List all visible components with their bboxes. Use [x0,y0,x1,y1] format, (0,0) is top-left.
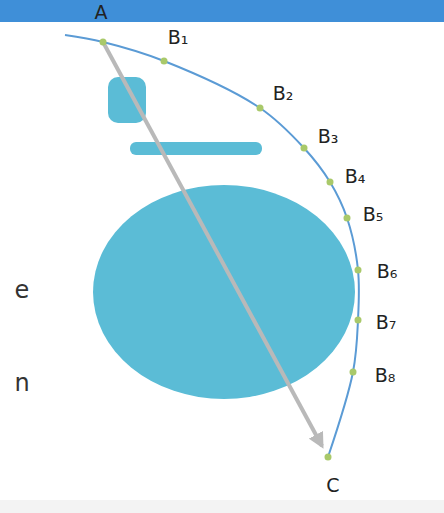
point-label: B₄ [345,166,366,187]
point-label: B₂ [273,83,294,104]
cut-off-letter: n [14,370,29,396]
curve-point [355,317,362,324]
header-bar [0,0,444,22]
curve-point [325,454,332,461]
trajectory-curve [65,35,359,457]
point-label: A [95,2,108,23]
point-label: B₃ [318,126,339,147]
curve-point [327,179,334,186]
curve-point [257,105,264,112]
curve-point [344,215,351,222]
point-label: B₈ [375,365,396,386]
point-label: B₆ [377,261,398,282]
point-label: B₇ [376,312,397,333]
curve-point [100,39,107,46]
point-label: B₅ [363,204,384,225]
bar-shape [130,142,262,155]
curve-point [161,58,168,65]
cut-off-letter: e [15,277,30,303]
curve-point [355,267,362,274]
curve-point [350,369,357,376]
footer-band [0,500,444,513]
body-ellipse [93,185,355,399]
curve-point [301,145,308,152]
straight-arrow [103,42,322,446]
point-label: C [326,475,339,496]
point-label: B₁ [168,27,189,48]
